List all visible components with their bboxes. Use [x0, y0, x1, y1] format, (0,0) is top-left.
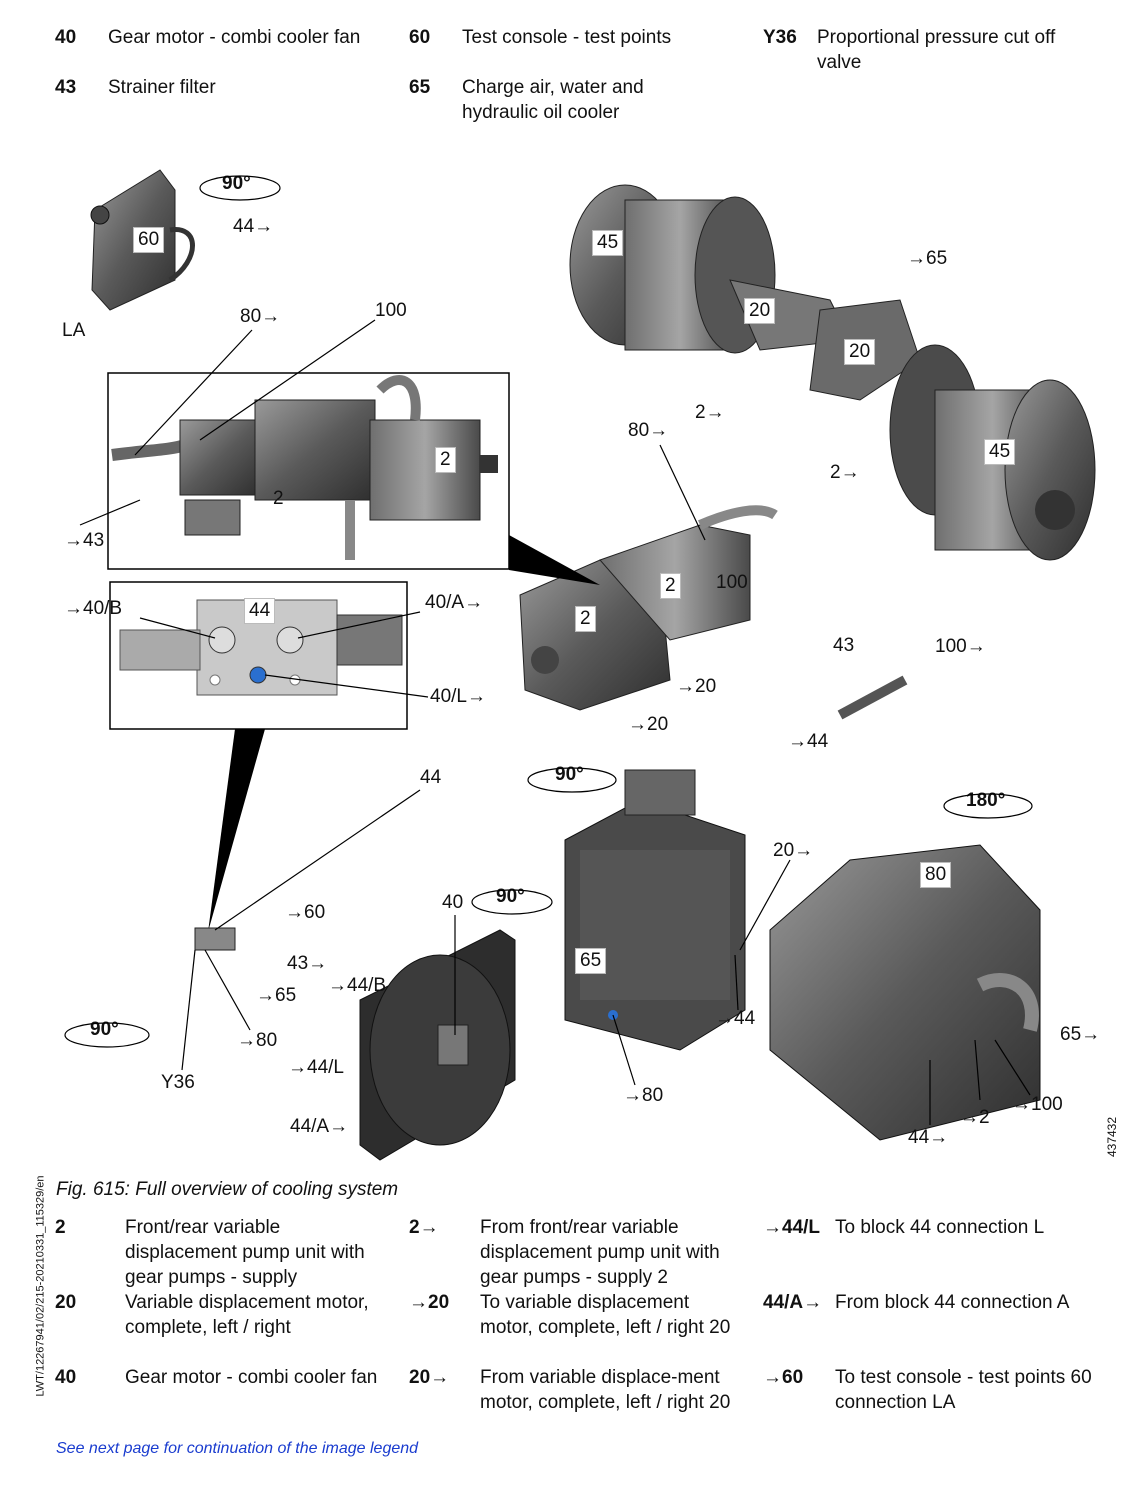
label-2: 2: [273, 488, 284, 509]
label-20: 20: [744, 298, 776, 324]
legend-text: From front/rear variable displacement pu…: [480, 1217, 720, 1288]
label-la: LA: [62, 320, 86, 341]
pump-unit-detail: [111, 375, 498, 560]
legend-key: 65: [409, 77, 431, 98]
label-2: 2: [660, 573, 681, 599]
legend-text: Proportional pressure cut off valve: [817, 27, 1056, 73]
legend-key: 20: [55, 1292, 77, 1313]
figure-caption: Fig. 615: Full overview of cooling syste…: [56, 1179, 399, 1200]
label-40a: 40/A→: [425, 592, 484, 613]
label-44l: →44/L: [288, 1057, 344, 1078]
legend-key: Y36: [763, 27, 797, 48]
legend-text: From block 44 connection A: [835, 1292, 1070, 1313]
legend-text: Variable displacement motor, complete, l…: [125, 1292, 369, 1338]
hydraulic-tank-80: [769, 844, 1041, 1141]
label-43-arrow: →43: [64, 530, 105, 551]
label-65-arrow: →65: [907, 248, 948, 269]
legend-key: →20: [409, 1292, 450, 1313]
legend-key: 2→: [409, 1217, 439, 1238]
legend-text: Gear motor - combi cooler fan: [125, 1367, 378, 1388]
label-60-arrow: →60: [285, 902, 326, 923]
label-20-arrow: 20→: [773, 840, 814, 861]
label-y36: Y36: [161, 1072, 195, 1093]
label-80-arrow: →80: [623, 1085, 664, 1106]
legend-text: Test console - test points: [462, 27, 672, 48]
label-65-arrow: 65→: [1060, 1024, 1101, 1045]
legend-key: 2: [55, 1217, 66, 1238]
legend-text: Front/rear variable displacement pump un…: [125, 1217, 365, 1288]
strainer-filter: [837, 675, 908, 720]
leader-lines: [79, 319, 1031, 1125]
label-44-arrow: →44: [788, 731, 829, 752]
label-44-arrow: 44→: [908, 1127, 949, 1148]
label-20: 20: [844, 339, 876, 365]
label-44-arrow: →44: [715, 1008, 756, 1029]
figure-number: 437432: [1105, 1116, 1120, 1158]
rotation-marker: 90°: [90, 1019, 119, 1040]
rotation-marker: 90°: [555, 764, 584, 785]
rotation-marker: 90°: [222, 173, 251, 194]
callout-pointer-valve: [208, 729, 265, 932]
legend-key: →44/L: [763, 1217, 821, 1238]
label-80: 80: [920, 862, 952, 888]
legend-key: →60: [763, 1367, 804, 1388]
legend-text: Gear motor - combi cooler fan: [108, 27, 361, 48]
label-40b: →40/B: [64, 598, 123, 619]
label-2-arrow: →2: [960, 1107, 990, 1128]
label-2-arrow: 2→: [695, 402, 725, 423]
legend-key: 40: [55, 1367, 77, 1388]
label-2-arrow: 2→: [830, 462, 860, 483]
label-45: 45: [984, 439, 1016, 465]
label-20-arrow: →20: [628, 714, 669, 735]
label-80-arrow: →80: [237, 1030, 278, 1051]
legend-key: 40: [55, 27, 77, 48]
legend-text: To variable displacement motor, complete…: [480, 1292, 731, 1338]
label-44-arrow: 44→: [233, 216, 274, 237]
label-40l: 40/L→: [430, 686, 486, 707]
label-80-arrow: 80→: [240, 306, 281, 327]
callout-pointer: [509, 535, 600, 585]
label-44a: 44/A→: [290, 1116, 349, 1137]
travel-motor-right: [889, 344, 1096, 561]
label-40: 40: [442, 892, 464, 913]
legend-text: Charge air, water and hydraulic oil cool…: [462, 77, 644, 123]
label-45: 45: [592, 230, 624, 256]
label-65: 65: [575, 948, 607, 974]
continuation-note: See next page for continuation of the im…: [56, 1440, 419, 1457]
document-code: LWT/12267941/02/215-20210331_115329/en: [34, 1175, 47, 1397]
label-44b: →44/B: [328, 975, 387, 996]
label-43-arrow: 43→: [287, 953, 328, 974]
label-100: 100: [375, 300, 407, 321]
label-100: 100: [716, 572, 748, 593]
label-80-arrow: 80→: [628, 420, 669, 441]
label-43: 43: [833, 635, 855, 656]
label-65-arrow: →65: [256, 985, 297, 1006]
legend-key: 20→: [409, 1367, 450, 1388]
label-100-arrow: →100: [1012, 1094, 1063, 1115]
legend-key: 43: [55, 77, 77, 98]
rotation-marker: 90°: [496, 886, 525, 907]
label-2: 2: [575, 606, 596, 632]
legend-key: 44/A→: [763, 1292, 823, 1313]
legend-text: To block 44 connection L: [835, 1217, 1045, 1238]
legend-text: To test console - test points 60 connect…: [835, 1367, 1092, 1413]
legend-key: 60: [409, 27, 431, 48]
rotation-marker: 180°: [966, 790, 1006, 811]
legend-text: Strainer filter: [108, 77, 216, 98]
cooler-65: [564, 769, 746, 1051]
label-100-arrow: 100→: [935, 636, 986, 657]
block-y36: [194, 927, 236, 951]
label-2: 2: [435, 447, 456, 473]
legend-text: From variable displace-ment motor, compl…: [480, 1367, 731, 1413]
label-20-arrow: →20: [676, 676, 717, 697]
label-44: 44: [420, 767, 442, 788]
label-60: 60: [133, 227, 165, 253]
cooler-fan: [359, 929, 516, 1161]
label-44: 44: [244, 598, 276, 624]
